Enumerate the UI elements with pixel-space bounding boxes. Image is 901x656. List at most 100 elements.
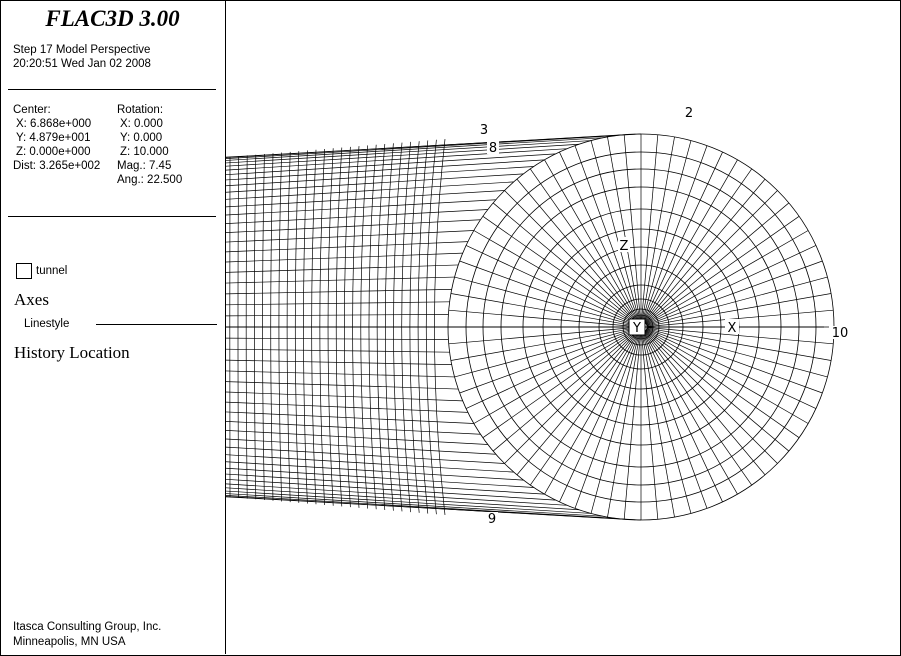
x-axis-label: X (728, 321, 737, 336)
mesh-spoke (645, 330, 790, 452)
mesh-generator-line (226, 370, 455, 378)
linestyle-label: Linestyle (24, 318, 70, 330)
mesh-generator-line (226, 348, 450, 353)
mesh-generator-line (226, 264, 459, 273)
mesh-spoke (643, 332, 723, 503)
mesh-spoke (450, 293, 636, 327)
center-x: X: 6.868e+000 (16, 118, 92, 130)
mesh-spoke (492, 202, 637, 324)
mesh-spoke (559, 332, 639, 503)
mesh-generator-line (226, 430, 488, 445)
company-name: Itasca Consulting Group, Inc. (13, 621, 162, 633)
mesh-generator-line (226, 181, 514, 200)
mesh-spoke (642, 145, 708, 322)
mesh-generator-line (226, 401, 468, 413)
mesh-spoke (607, 332, 641, 518)
mesh-generator-line (226, 219, 481, 233)
mesh-spoke (450, 327, 636, 361)
tunnel-label: tunnel (36, 265, 68, 277)
mesh-spoke (607, 136, 641, 322)
center-y: Y: 4.879e+001 (16, 132, 91, 144)
mag-value: Mag.: 7.45 (117, 160, 172, 172)
mesh-generator-line (226, 140, 592, 164)
mesh-spoke (530, 168, 638, 323)
tunnel-swatch-icon (16, 263, 32, 279)
mesh-spoke (646, 328, 823, 394)
rotation-x: X: 0.000 (120, 118, 163, 130)
mesh-spoke (465, 329, 636, 409)
y-axis-marker (628, 318, 646, 336)
z-label-backdrop (618, 237, 630, 252)
linestyle-sample (96, 324, 217, 325)
mesh-spoke (645, 330, 800, 438)
mesh-spoke (544, 332, 639, 495)
mesh-spoke (559, 151, 639, 322)
mesh-generator-line (226, 276, 455, 284)
history-label-10: 10 (832, 326, 849, 341)
mesh-generator-line (226, 381, 459, 390)
mesh-generator-line (226, 493, 604, 517)
center-z: Z: 0.000e+000 (16, 146, 91, 158)
divider (8, 216, 216, 217)
mesh-spoke (645, 202, 790, 324)
history-label-3: 3 (480, 123, 488, 138)
mesh-spoke (646, 309, 834, 327)
center-label: Center: (13, 104, 51, 116)
mesh-spoke (641, 332, 675, 518)
mesh-spoke (459, 260, 636, 326)
mesh-generator-line (226, 137, 604, 161)
mesh-generator-line (226, 438, 496, 455)
x-label-backdrop (725, 319, 739, 334)
mesh-generator-line (226, 199, 496, 216)
mesh-generator-line (226, 495, 616, 519)
mesh-generator-line (226, 490, 592, 514)
mesh-spoke (504, 330, 638, 464)
mesh-spoke (643, 159, 738, 322)
rotation-y: Y: 0.000 (120, 132, 163, 144)
mesh-generator-line (226, 391, 463, 402)
mesh-spoke (642, 332, 692, 514)
mesh-spoke (473, 329, 636, 424)
divider (8, 89, 216, 90)
mesh-spoke (646, 276, 828, 326)
mesh-spoke (642, 140, 692, 322)
mesh-spoke (644, 331, 752, 486)
history-label-backdrop (829, 326, 851, 339)
mesh-spoke (646, 245, 817, 325)
axes-title: Axes (14, 290, 49, 309)
mesh-spoke (641, 134, 659, 322)
mesh-spoke (482, 216, 637, 324)
mesh-spoke (644, 330, 778, 464)
mesh-spoke (454, 276, 636, 326)
mesh-spoke (646, 260, 823, 326)
mesh-generator-line (226, 496, 642, 521)
y-axis-label: Y (632, 321, 641, 336)
mesh-generator-line (226, 135, 616, 159)
mesh-generator-line (226, 288, 452, 295)
mesh-spoke (590, 332, 640, 514)
mesh-generator-line (226, 209, 488, 224)
mesh-spoke (643, 151, 723, 322)
mesh-spoke (644, 190, 778, 324)
mesh-spoke (644, 178, 766, 323)
step-line: Step 17 Model Perspective (13, 44, 151, 56)
history-label-8: 8 (489, 141, 497, 156)
mesh-generator-line (226, 467, 534, 488)
mesh-generator-line (226, 454, 514, 473)
mesh-generator-line (226, 483, 568, 506)
mesh-spoke (590, 140, 640, 322)
mesh-spoke (643, 332, 738, 495)
mesh-spoke (448, 309, 636, 327)
mesh-spoke (646, 293, 832, 327)
mesh-generator-line (226, 487, 579, 511)
mesh-generator-line (226, 461, 524, 481)
mesh-generator-line (226, 241, 468, 253)
mesh-generator-line (226, 159, 545, 181)
mesh-generator-line (226, 166, 534, 187)
mesh-spoke (623, 332, 641, 520)
mesh-spoke (646, 327, 832, 361)
mesh-spoke (646, 327, 834, 345)
history-label-2: 2 (685, 106, 693, 121)
